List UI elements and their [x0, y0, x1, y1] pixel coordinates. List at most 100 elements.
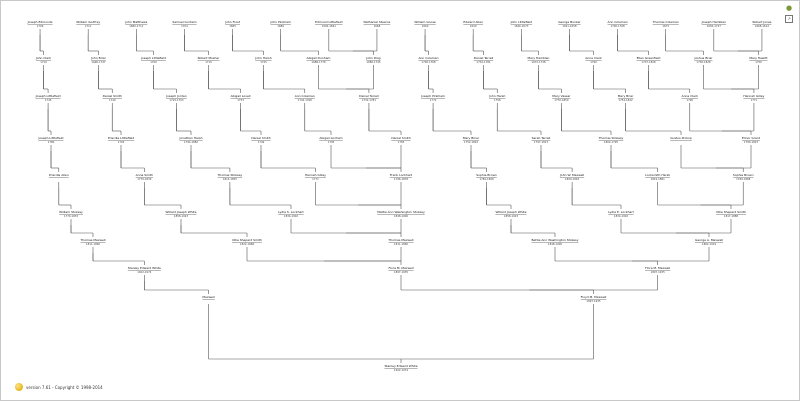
person-name[interactable]: John W. Maxwell — [559, 173, 584, 177]
person-name[interactable]: George Bunker — [558, 20, 581, 24]
person-name[interactable]: Hannah Gilley — [743, 94, 764, 98]
person-name[interactable]: Joshua Briar — [693, 56, 713, 60]
person-dates: 1745 — [45, 98, 52, 102]
person-name[interactable]: Floyd M. Maxwell — [581, 295, 607, 299]
person-name[interactable]: Lydia S. Lockhart — [278, 210, 304, 214]
person-name[interactable]: Mattie Ann Washington Stokesy — [377, 210, 425, 214]
person-dates: 1732-1781 — [476, 60, 490, 64]
person-name[interactable]: Abigail Gorham — [319, 136, 342, 140]
person-name[interactable]: John Harsh — [488, 94, 505, 98]
person-name[interactable]: Joseph Pinkham — [420, 94, 445, 98]
person-name[interactable]: Anna Clark — [682, 94, 699, 98]
person-name[interactable]: Flora M. Maxwell — [645, 266, 670, 270]
person-name[interactable]: Robert Jones — [752, 20, 771, 24]
person-name[interactable]: Jonathan Harsh — [178, 136, 202, 140]
person-name[interactable]: John Clark — [35, 56, 51, 60]
person-dates: 1897-1935 — [586, 299, 600, 303]
person-name[interactable]: Robert Mosher — [198, 56, 221, 60]
person-name[interactable]: Ann Coleman — [418, 56, 438, 60]
person-name[interactable]: Thomas Stokesy — [217, 173, 243, 177]
person-dates: 1668-1612 — [755, 24, 769, 28]
person-name[interactable]: Ollie Shepard Smith — [232, 238, 262, 242]
person-name[interactable]: Gustus Prokop — [670, 136, 692, 140]
person-dates: 1756 — [755, 60, 762, 64]
person-name[interactable]: Mary Hamblen — [528, 56, 550, 60]
person-name[interactable]: Ollie Shepard Smith — [716, 210, 746, 214]
person-dates: 1811-1860 — [394, 242, 408, 246]
person-name[interactable]: Daniel Smith — [103, 94, 122, 98]
person-dates: 1771 — [751, 98, 758, 102]
person-name[interactable]: Willard Joseph White — [496, 210, 527, 214]
person-name[interactable]: John Ring — [365, 56, 380, 60]
person-name[interactable]: Frank Lockhart — [390, 173, 413, 177]
person-name[interactable]: Thomas Coleman — [652, 20, 679, 24]
person-name[interactable]: Ellen Greenfield — [637, 56, 661, 60]
person-name[interactable]: John Harsh — [254, 56, 271, 60]
person-name[interactable]: Daniel Smith — [251, 136, 270, 140]
person-name[interactable]: Locksmith Harsh — [645, 173, 670, 177]
person-name[interactable]: Lydia E. Lockhart — [608, 210, 634, 214]
person-dates: 1753 — [237, 98, 244, 102]
person-name[interactable]: Edward Allen — [463, 20, 483, 24]
person-name[interactable]: Joseph Littlefield — [38, 136, 64, 140]
person-dates: 1897-1935 — [651, 270, 665, 274]
person-dates: 1646-1673 — [514, 24, 528, 28]
expand-icon[interactable]: ↗ — [785, 15, 793, 23]
person-name[interactable]: Abigail Lovell — [231, 94, 251, 98]
person-name[interactable]: Mary Biner — [463, 136, 480, 140]
person-name[interactable]: Daniel Smith — [391, 136, 410, 140]
person-name[interactable]: Maxwell — [202, 295, 214, 299]
person-name[interactable]: Nathaniel Stearns — [364, 20, 391, 24]
person-name[interactable]: Edmund Littlefield — [315, 20, 342, 24]
person-name[interactable]: Joseph Littlefield — [35, 94, 61, 98]
person-dates: 1858-1923 — [174, 214, 188, 218]
person-name[interactable]: Ann Coleman — [608, 20, 628, 24]
person-name[interactable]: Thomas Maxwell — [387, 238, 413, 242]
person-name[interactable]: Anna Clark — [585, 56, 602, 60]
person-name[interactable]: Bettie Ann Washington Stokesy — [531, 238, 578, 242]
person-name[interactable]: Abigail Dunham — [307, 56, 331, 60]
person-name[interactable]: Stanley Edward White — [128, 266, 161, 270]
person-name[interactable]: Joseph Littlefield — [140, 56, 166, 60]
person-dates: 1858-1923 — [504, 214, 518, 218]
root-person-name[interactable]: Stanley Edward White — [384, 364, 417, 368]
person-name[interactable]: Sophia Brown — [476, 173, 497, 177]
person-name[interactable]: Elinor Grant — [742, 136, 761, 140]
bulb-icon[interactable]: ● — [785, 4, 793, 12]
person-dates: 1784-1868 — [479, 177, 493, 181]
person-name[interactable]: Mary Briar — [618, 94, 634, 98]
person-name[interactable]: Joseph Hamblen — [701, 20, 726, 24]
person-name[interactable]: Mary Hewitt — [749, 56, 768, 60]
person-name[interactable]: George A. Maxwell — [695, 238, 723, 242]
person-name[interactable]: Anna Smith — [136, 173, 153, 177]
person-name[interactable]: John Pinkham — [270, 20, 291, 24]
person-name[interactable]: Samuel Gorham — [172, 20, 196, 24]
person-name[interactable]: Daniel Terrell — [474, 56, 494, 60]
person-name[interactable]: Sarah Terrell — [532, 136, 551, 140]
person-dates: 1690-1747 — [91, 60, 105, 64]
person-dates: 1770-1850 — [554, 98, 568, 102]
person-name[interactable]: Thomas Stokesy — [598, 136, 624, 140]
person-name[interactable]: John Frost — [224, 20, 241, 24]
person-name[interactable]: Joseph Edmunds — [27, 20, 53, 24]
person-name[interactable]: Priscilla Allen — [49, 173, 69, 177]
person-dates: 1719-1793 — [169, 98, 183, 102]
person-name[interactable]: Thomas Maxwell — [79, 238, 105, 242]
person-name[interactable]: Willard Joseph White — [166, 210, 197, 214]
person-name[interactable]: Ann Coleman — [295, 94, 315, 98]
person-name[interactable]: William Godfrey — [76, 20, 100, 24]
person-name[interactable]: Priscilla Littlefield — [108, 136, 134, 140]
person-name[interactable]: Daniel Terrell — [359, 94, 379, 98]
person-dates: 1668 — [374, 24, 381, 28]
person-name[interactable]: John Matthews — [124, 20, 147, 24]
person-name[interactable]: John Briar — [90, 56, 106, 60]
person-name[interactable]: Mary Vassar — [552, 94, 571, 98]
person-name[interactable]: Hannah Gilley — [305, 173, 326, 177]
person-name[interactable]: Joseph Jordan — [165, 94, 187, 98]
person-name[interactable]: John Littlefield — [510, 20, 533, 24]
person-name[interactable]: Flora M. Maxwell — [388, 266, 413, 270]
person-name[interactable]: Sophia Brown — [733, 173, 754, 177]
person-name[interactable]: William Stokesy — [59, 210, 83, 214]
person-name[interactable]: William Goose — [414, 20, 436, 24]
person-dates: 1704 — [181, 24, 188, 28]
